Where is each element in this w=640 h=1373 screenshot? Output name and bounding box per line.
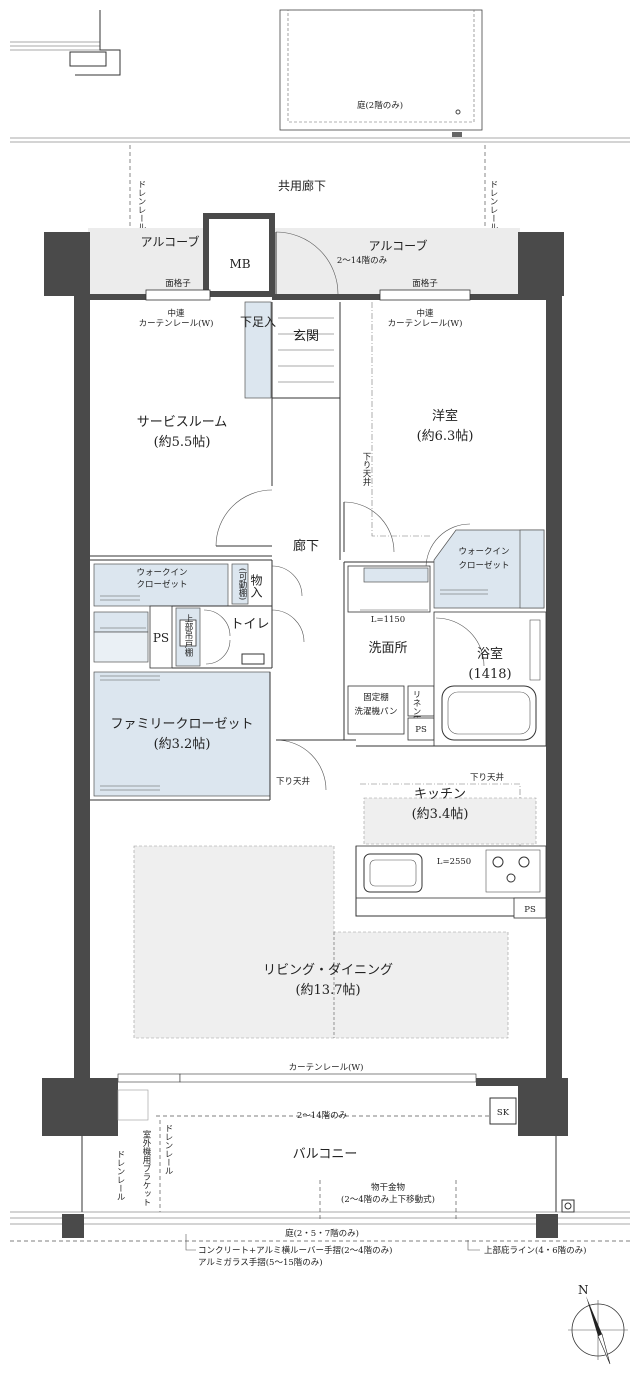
railing-line2: アルミガラス手摺(5〜15階のみ) — [198, 1257, 323, 1268]
mb-label: MB — [229, 257, 250, 271]
north-compass-icon: N — [568, 1283, 628, 1365]
wic-right: ウォークイン クローゼット — [433, 529, 545, 609]
corridor-label: 共用廊下 — [278, 178, 326, 193]
curtain-left-line2: カーテンレール(W) — [139, 318, 214, 329]
top-area: 庭(2階のみ) — [10, 9, 630, 143]
balcony-label: バルコニー — [293, 1147, 358, 1162]
entrance: 下足入 玄関 — [240, 301, 341, 560]
service-room: サービスルーム (約5.5帖) — [90, 400, 273, 557]
laundry-line2: (2〜4階のみ上下移動式) — [341, 1194, 435, 1205]
garden-top-label: 庭(2階のみ) — [357, 100, 403, 111]
hallway-label: 廊下 — [293, 538, 319, 554]
alcove: アルコーブ アルコーブ MB 2〜14階のみ 面格子 面格子 — [44, 213, 564, 297]
family-closet-size: (約3.2帖) — [154, 737, 211, 752]
kitchen: 下り天井 キッチン (約3.4帖) L=2550 PS — [355, 772, 547, 919]
balcony: 2〜14階のみ SK バルコニー 室外機用ブラケット ドレンレール ドレンレール… — [10, 1078, 630, 1268]
ps-2-label: PS — [415, 725, 427, 735]
ps-1-label: PS — [153, 631, 169, 645]
wic-left-line1: ウォークイン — [136, 568, 187, 578]
sk-label: SK — [497, 1108, 510, 1118]
kitchen-size: (約3.4帖) — [412, 807, 469, 822]
grille-right-label: 面格子 — [412, 278, 438, 289]
shoebox-label: 下足入 — [240, 315, 276, 329]
laundry-line1: 物干金物 — [371, 1182, 406, 1193]
fixed-shelf-line2: 洗濯機パン — [355, 706, 398, 717]
service-room-label: サービスルーム — [137, 415, 228, 430]
bathroom-size: (1418) — [468, 667, 511, 682]
bathroom-label: 浴室 — [477, 646, 503, 662]
common-corridor: 共用廊下 ドレンレール ドレンレール — [129, 145, 498, 295]
vanity-length-label: L=1150 — [371, 615, 405, 625]
western-room-label: 洋室 — [432, 408, 458, 424]
ps-3-label: PS — [524, 905, 536, 915]
western-room: 洋室 (約6.3帖) 下り天井 — [343, 302, 474, 569]
living-dining: リビング・ダイニング (約13.7帖) カーテンレール(W) — [117, 845, 509, 1083]
wic-right-line2: クローゼット — [458, 560, 509, 571]
dropped-ceiling-1-label: 下り天井 — [361, 452, 371, 487]
floor-note-label: 2〜14階のみ — [337, 255, 388, 266]
curtain-right-line2: カーテンレール(W) — [388, 318, 463, 329]
alcove-right-label: アルコーブ — [369, 238, 428, 253]
service-room-size: (約5.5帖) — [154, 435, 211, 450]
storage-label: 物入 — [249, 574, 263, 598]
grille-left-label: 面格子 — [165, 278, 191, 289]
north-label: N — [578, 1283, 589, 1297]
entrance-steps — [278, 317, 334, 383]
linen-closet-label: リネン庫 — [411, 690, 421, 725]
western-room-size: (約6.3帖) — [417, 429, 474, 444]
wic-right-line1: ウォークイン — [458, 547, 509, 557]
family-closet: ファミリークローゼット (約3.2帖) 下り天井 — [90, 611, 356, 801]
curtain-left-line1: 中連 — [167, 308, 185, 319]
alcove-left-label: アルコーブ — [141, 234, 200, 249]
washroom: L=1150 洗面所 固定棚 洗濯機パン リネン庫 PS — [343, 561, 435, 741]
outdoor-unit-label: 室外機用ブラケット — [141, 1129, 151, 1206]
washroom-label: 洗面所 — [368, 641, 407, 656]
drain-rail-left-label: ドレンレール — [136, 180, 146, 231]
dropped-ceiling-2-label: 下り天井 — [276, 776, 310, 787]
wic-left-line2: クローゼット — [136, 579, 187, 590]
floor-note-b-label: 2〜14階のみ — [297, 1110, 348, 1121]
toilet-shelf-label: 上部吊戸棚 — [183, 614, 193, 657]
fixed-shelf-line1: 固定棚 — [363, 692, 389, 703]
family-closet-label: ファミリークローゼット — [110, 717, 253, 732]
railing-line1: コンクリート+アルミ横ルーバー手摺(2〜4階のみ) — [198, 1245, 392, 1256]
wic-left: ウォークイン クローゼット (可動棚) 物入 — [90, 559, 303, 607]
living-label: リビング・ダイニング — [263, 963, 393, 978]
kitchen-label: キッチン — [414, 787, 466, 802]
toilet-label: トイレ — [230, 617, 269, 632]
living-size: (約13.7帖) — [295, 983, 360, 998]
curtain-rail-label: カーテンレール(W) — [289, 1062, 364, 1073]
drain-balcony-1-label: ドレンレール — [115, 1150, 125, 1201]
drain-balcony-2-label: ドレンレール — [163, 1124, 173, 1175]
outer-walls — [74, 289, 562, 1078]
curtain-right-line1: 中連 — [416, 308, 434, 319]
bathroom: 浴室 (1418) — [356, 611, 547, 747]
kitchen-length-label: L=2550 — [437, 857, 471, 867]
toilet-block: PS 上部吊戸棚 トイレ — [149, 605, 305, 669]
entrance-label: 玄関 — [293, 329, 319, 344]
garden-bottom-label: 庭(2・5・7階のみ) — [285, 1228, 359, 1239]
movable-shelf-label: (可動棚) — [237, 568, 248, 600]
eave-line-label: 上部庇ライン(4・6階のみ) — [484, 1245, 586, 1256]
dropped-ceiling-3-label: 下り天井 — [470, 772, 504, 783]
drain-rail-right-label: ドレンレール — [488, 180, 498, 231]
